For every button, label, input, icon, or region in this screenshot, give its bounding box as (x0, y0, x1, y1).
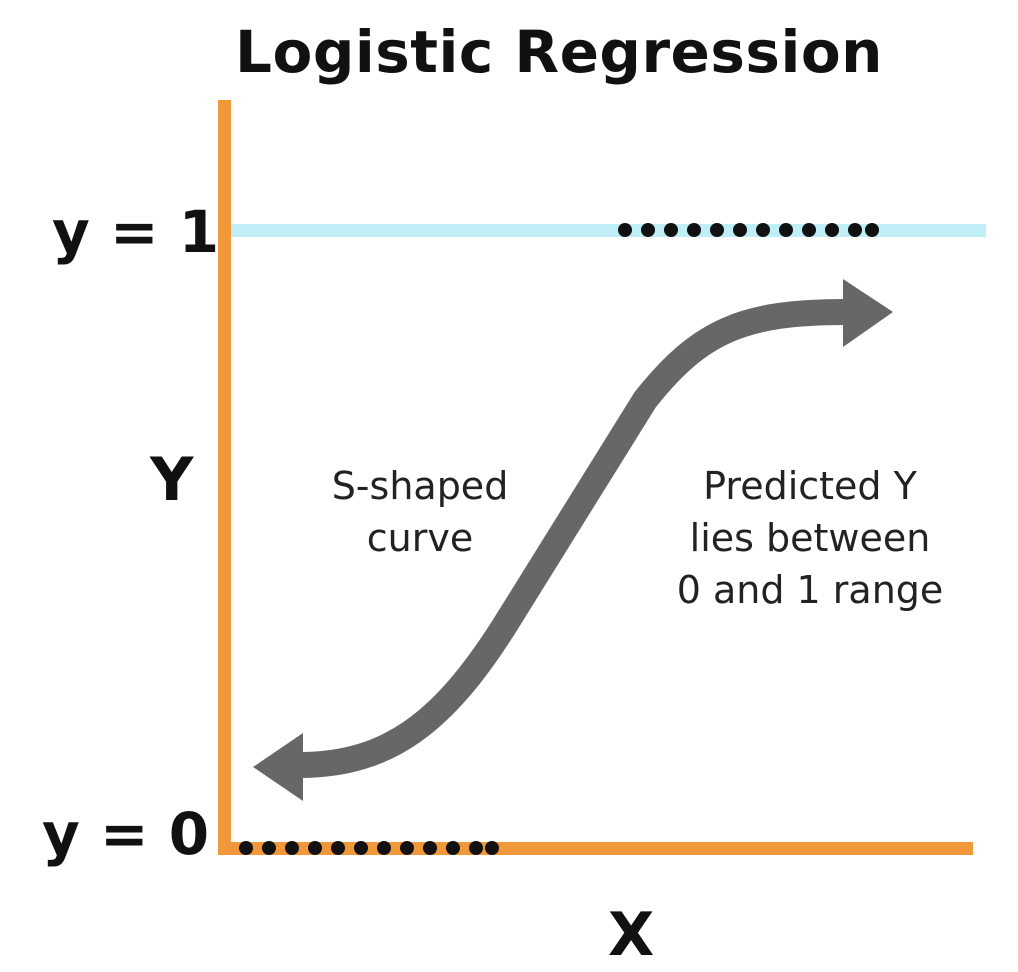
dots-upper (618, 223, 879, 237)
dots-lower (239, 841, 499, 855)
dot-lower (469, 841, 483, 855)
dot-upper (802, 223, 816, 237)
dot-lower (377, 841, 391, 855)
x-axis-label: X (608, 900, 655, 970)
prediction-annotation: Predicted Y lies between 0 and 1 range (640, 460, 980, 616)
dot-lower (446, 841, 460, 855)
dot-upper (664, 223, 678, 237)
dot-lower (262, 841, 276, 855)
y-equals-1-label: y = 1 (52, 198, 220, 266)
dot-upper (641, 223, 655, 237)
dot-lower (308, 841, 322, 855)
y-axis-line (218, 100, 231, 855)
dot-upper (618, 223, 632, 237)
dot-upper (710, 223, 724, 237)
dot-lower (485, 841, 499, 855)
curve-annotation: S-shaped curve (300, 460, 540, 564)
dot-lower (239, 841, 253, 855)
y1-reference-line (224, 224, 986, 237)
s-curve (299, 299, 846, 778)
dot-lower (285, 841, 299, 855)
dot-lower (423, 841, 437, 855)
diagram-title: Logistic Regression (235, 18, 883, 86)
y-equals-0-label: y = 0 (42, 800, 210, 868)
dot-lower (331, 841, 345, 855)
dot-upper (687, 223, 701, 237)
curve-annotation-line2: curve (366, 516, 474, 560)
dot-upper (848, 223, 862, 237)
dot-upper (779, 223, 793, 237)
dot-upper (733, 223, 747, 237)
arrowhead-right-icon (843, 279, 893, 347)
arrowhead-left-icon (253, 733, 303, 801)
prediction-annotation-line3: 0 and 1 range (676, 568, 944, 612)
dot-lower (400, 841, 414, 855)
dot-upper (865, 223, 879, 237)
dot-lower (354, 841, 368, 855)
prediction-annotation-line1: Predicted Y (703, 464, 917, 508)
dot-upper (756, 223, 770, 237)
curve-annotation-line1: S-shaped (331, 464, 509, 508)
prediction-annotation-line2: lies between (689, 516, 931, 560)
y-axis-label: Y (150, 445, 194, 515)
dot-upper (825, 223, 839, 237)
